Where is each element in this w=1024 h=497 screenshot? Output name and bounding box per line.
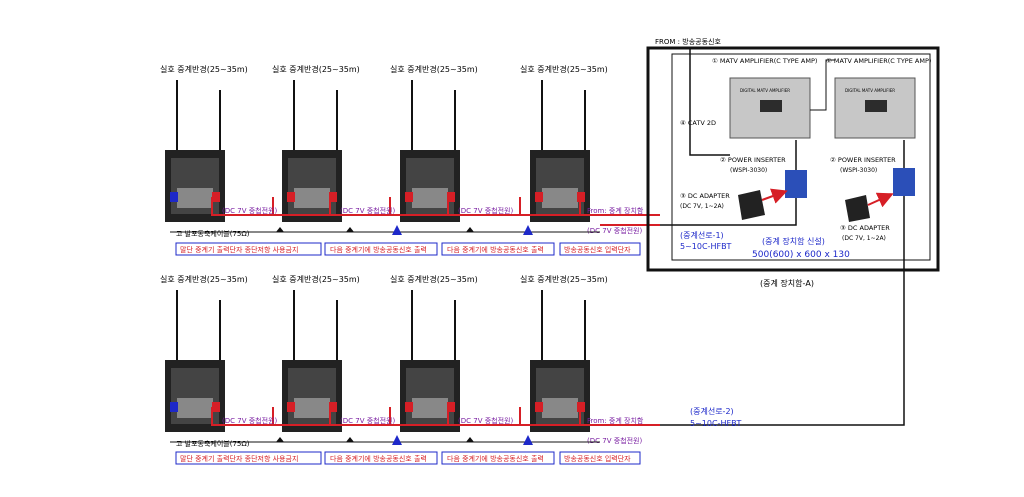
- repeater-radius-label: 실호 중계반경(25~35m): [160, 64, 248, 74]
- inserter-model: (WSPI-3030): [730, 167, 767, 174]
- dc-power-label: (DC 7V 중첩전원): [587, 436, 642, 445]
- amp-front-label: DIGITAL MATV AMPLIFIER: [740, 88, 790, 93]
- bottom-label: 다음 중계기에 방송공동신호 출력: [330, 454, 427, 463]
- repeater-unit: 실호 중계반경(25~35m): [160, 64, 248, 222]
- inserter-model: (WSPI-3030): [840, 167, 877, 174]
- bottom-label: 다음 중계기에 방송공동신호 출력: [447, 245, 544, 254]
- repeater-radius-label: 실호 중계반경(25~35m): [160, 274, 248, 284]
- repeater-radius-label: 실호 중계반경(25~35m): [520, 64, 608, 74]
- matv-amplifier: DIGITAL MATV AMPLIFIER: [834, 77, 916, 139]
- dc-power-label: (DC 7V 중첩전원): [222, 416, 277, 425]
- inserter-label: ② POWER INSERTER: [830, 156, 896, 164]
- bottom-label: 말단 중계기 출력단자 종단저항 사용금지: [180, 245, 298, 254]
- bottom-label: 방송공동신호 입력단자: [564, 245, 631, 254]
- from-source-label: FROM : 방송공동신호: [655, 37, 721, 46]
- adapter-spec: (DC 7V, 1~2A): [680, 203, 724, 210]
- dc-power-label: (DC 7V 중첩전원): [458, 416, 513, 425]
- coax-cable-label: 고 발포동축케이블(75Ω): [176, 229, 250, 238]
- relay-box: FROM : 방송공동신호 ① MATV AMPLIFIER(C TYPE AM…: [646, 37, 940, 426]
- adapter-label: ③ DC ADAPTER: [840, 224, 890, 232]
- line-2-cable: 5~10C-HFBT: [690, 419, 742, 428]
- repeater-radius-label: 실호 중계반경(25~35m): [390, 64, 478, 74]
- box-size: 500(600) x 600 x 130: [752, 250, 850, 260]
- bottom-label: 방송공동신호 입력단자: [564, 454, 631, 463]
- bottom-label: 다음 중계기에 방송공동신호 출력: [330, 245, 427, 254]
- bottom-label: 말단 중계기 출력단자 종단저항 사용금지: [180, 454, 298, 463]
- box-new-label: (중계 장치함 신설): [762, 236, 825, 246]
- matv-amplifier: DIGITAL MATV AMPLIFIER: [729, 77, 811, 139]
- coax-cable-label: 고 발포동축케이블(75Ω): [176, 439, 250, 448]
- dc-power-label: (DC 7V 중첩전원): [222, 206, 277, 215]
- box-title: (중계 장치함-A): [760, 278, 814, 288]
- line-1-cable: 5~10C-HFBT: [680, 242, 732, 251]
- inserter-label: ② POWER INSERTER: [720, 156, 786, 164]
- repeater-row-1: 실호 중계반경(25~35m) 실호 중계반경(25~35m) 실호 중계반경(…: [160, 64, 675, 256]
- line-2-label: (중계선로-2): [690, 406, 734, 416]
- repeater-unit: 실호 중계반경(25~35m): [390, 274, 478, 432]
- repeater-radius-label: 실호 중계반경(25~35m): [390, 274, 478, 284]
- adapter-spec: (DC 7V, 1~2A): [842, 235, 886, 242]
- from-box-label: From: 중계 장치함: [587, 206, 644, 215]
- repeater-radius-label: 실호 중계반경(25~35m): [272, 64, 360, 74]
- amp-front-label: DIGITAL MATV AMPLIFIER: [845, 88, 895, 93]
- from-box-label: From: 중계 장치함: [587, 416, 644, 425]
- repeater-unit: 실호 중계반경(25~35m): [160, 274, 248, 432]
- repeater-unit: 실호 중계반경(25~35m): [390, 64, 478, 222]
- dc-power-label: (DC 7V 중첩전원): [340, 416, 395, 425]
- dc-power-label: (DC 7V 중첩전원): [340, 206, 395, 215]
- repeater-row-2: 실호 중계반경(25~35m) 실호 중계반경(25~35m) 실호 중계반경(…: [160, 274, 660, 465]
- repeater-radius-label: 실호 중계반경(25~35m): [520, 274, 608, 284]
- line-1-label: (중계선로-1): [680, 230, 724, 240]
- repeater-unit: 실호 중계반경(25~35m): [272, 64, 360, 222]
- repeater-unit: 실호 중계반경(25~35m): [520, 64, 608, 222]
- repeater-unit: 실호 중계반경(25~35m): [520, 274, 608, 432]
- repeater-radius-label: 실호 중계반경(25~35m): [272, 274, 360, 284]
- repeater-unit: 실호 중계반경(25~35m): [272, 274, 360, 432]
- dc-power-label: (DC 7V 중첩전원): [587, 226, 642, 235]
- amp-label: ① MATV AMPLIFIER(C TYPE AMP): [826, 57, 931, 65]
- dc-power-label: (DC 7V 중첩전원): [458, 206, 513, 215]
- amp-label: ① MATV AMPLIFIER(C TYPE AMP): [712, 57, 817, 65]
- bottom-label: 다음 중계기에 방송공동신호 출력: [447, 454, 544, 463]
- catv-label: ④ CATV 2D: [680, 119, 716, 127]
- adapter-label: ③ DC ADAPTER: [680, 192, 730, 200]
